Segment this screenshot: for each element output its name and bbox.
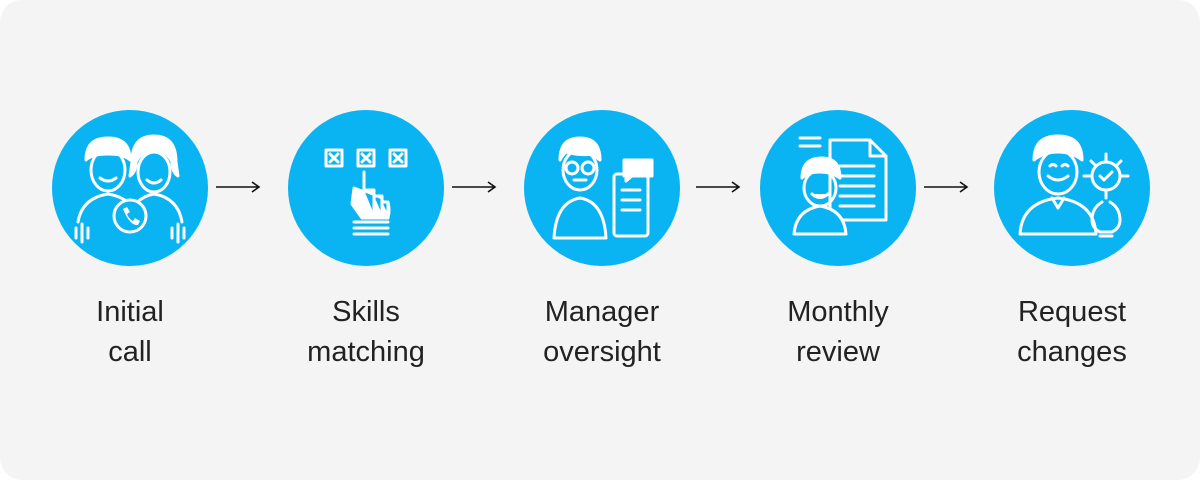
step-label-line2: call bbox=[108, 336, 152, 368]
step-label-line1: Skills bbox=[332, 296, 400, 328]
step-circle bbox=[524, 110, 680, 266]
step-label-line1: Monthly bbox=[787, 296, 889, 328]
hand-selecting-checkboxes-icon bbox=[324, 148, 408, 236]
person-with-lightbulb-icon bbox=[1018, 134, 1130, 238]
step-label-line2: matching bbox=[307, 336, 425, 368]
step-manager-oversight: Manager oversight bbox=[522, 110, 682, 372]
step-label: Manager oversight bbox=[522, 292, 682, 372]
arrow-right-icon bbox=[696, 181, 741, 193]
step-label-line2: changes bbox=[1017, 336, 1127, 368]
step-label: Monthly review bbox=[758, 292, 918, 372]
step-circle bbox=[288, 110, 444, 266]
step-initial-call: Initial call bbox=[50, 110, 210, 372]
step-label: Skills matching bbox=[286, 292, 446, 372]
step-circle bbox=[994, 110, 1150, 266]
step-circle bbox=[760, 110, 916, 266]
step-skills-matching: Skills matching bbox=[286, 110, 446, 372]
step-label: Initial call bbox=[50, 292, 210, 372]
person-with-documents-icon bbox=[792, 136, 888, 236]
arrow-right-icon bbox=[452, 181, 497, 193]
arrow-right-icon bbox=[216, 181, 261, 193]
step-label-line1: Initial bbox=[96, 296, 164, 328]
arrow-right-icon bbox=[924, 181, 969, 193]
step-circle bbox=[52, 110, 208, 266]
step-label-line2: oversight bbox=[543, 336, 661, 368]
manager-with-tablet-icon bbox=[552, 136, 654, 240]
step-label-line1: Request bbox=[1017, 296, 1126, 328]
two-people-phone-icon bbox=[74, 134, 186, 244]
step-label-line1: Manager bbox=[544, 296, 660, 328]
step-label: Request changes bbox=[992, 292, 1152, 372]
step-label-line2: review bbox=[796, 336, 880, 368]
step-request-changes: Request changes bbox=[992, 110, 1152, 372]
step-monthly-review: Monthly review bbox=[758, 110, 918, 372]
